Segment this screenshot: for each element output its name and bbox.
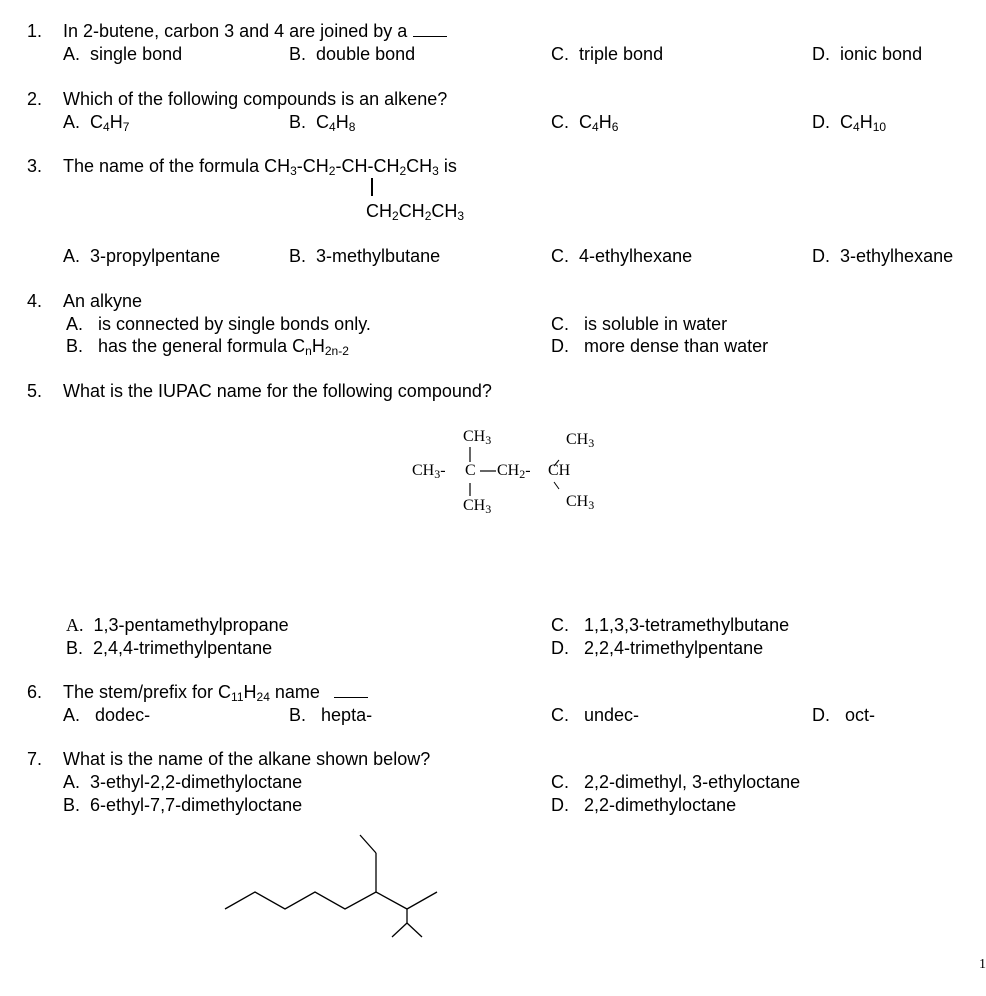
q4-option-c: C. is soluble in water (551, 314, 728, 334)
q5-option-d: D. 2,2,4-trimethylpentane (551, 638, 764, 658)
q6-option-a: A. dodec- (63, 705, 151, 725)
q4-number: 4. (27, 291, 43, 311)
q3-branch-bond (371, 178, 373, 196)
q7-number: 7. (27, 749, 43, 769)
q3-branch-formula: CH2CH2CH3 (366, 201, 465, 223)
q7-option-d: D. 2,2-dimethyloctane (551, 795, 737, 815)
q7-option-b: B. 6-ethyl-7,7-dimethyloctane (63, 795, 303, 815)
q6-number: 6. (27, 682, 43, 702)
q5-quaternary-carbon: C (465, 462, 476, 479)
q5-bottom-methyl: CH3 (463, 497, 492, 516)
q1-prompt: In 2-butene, carbon 3 and 4 are joined b… (63, 20, 448, 42)
q5-bottom-right-methyl: CH3 (566, 493, 595, 512)
q2-option-c: C. C4H6 (551, 112, 619, 134)
q3-option-c: C. 4-ethylhexane (551, 246, 693, 266)
q4-option-b: B. has the general formula CnH2n-2 (66, 336, 349, 358)
q7-prompt: What is the name of the alkane shown bel… (63, 749, 431, 769)
q4-option-a: A. is connected by single bonds only. (66, 314, 371, 334)
q1-number: 1. (27, 21, 43, 41)
q2-option-a: A. C4H7 (63, 112, 130, 134)
q3-option-a: A. 3-propylpentane (63, 246, 221, 266)
q5-prompt: What is the IUPAC name for the following… (63, 381, 492, 401)
q2-option-b: B. C4H8 (289, 112, 356, 134)
q6-option-c: C. undec- (551, 705, 640, 725)
q5-methylene: CH2- (497, 462, 531, 481)
q5-option-b: B. 2,4,4-trimethylpentane (66, 638, 273, 658)
q1-option-c: C. triple bond (551, 44, 664, 64)
q3-option-d: D. 3-ethylhexane (812, 246, 954, 266)
q2-option-d: D. C4H10 (812, 112, 887, 134)
q5-left-methyl: CH3- (412, 462, 446, 481)
q6-prompt: The stem/prefix for C11H24 name (63, 681, 368, 703)
q5-top-right-methyl: CH3 (566, 431, 595, 450)
q4-option-d: D. more dense than water (551, 336, 769, 356)
q7-option-a: A. 3-ethyl-2,2-dimethyloctane (63, 772, 303, 792)
q1-answer-blank (413, 22, 448, 37)
q7-skeletal-structure (224, 834, 438, 938)
q6-option-b: B. hepta- (289, 705, 373, 725)
q5-top-methyl: CH3 (463, 428, 492, 447)
q1-option-a: A. single bond (63, 44, 183, 64)
q5-option-a: A. 1,3-pentamethylpropane (66, 615, 289, 635)
q5-methine: CH (548, 462, 571, 479)
q4-prompt: An alkyne (63, 291, 143, 311)
q2-prompt: Which of the following compounds is an a… (63, 89, 448, 109)
q1-option-b: B. double bond (289, 44, 416, 64)
q3-option-b: B. 3-methylbutane (289, 246, 441, 266)
q3-prompt: The name of the formula CH3-CH2-CH-CH2CH… (63, 156, 457, 178)
q1-option-d: D. ionic bond (812, 44, 923, 64)
q5-bond-lines (469, 447, 560, 496)
q2-number: 2. (27, 89, 43, 109)
q5-option-c: C. 1,1,3,3-tetramethylbutane (551, 615, 790, 635)
q6-answer-blank (333, 683, 368, 698)
q6-option-d: D. oct- (812, 705, 876, 725)
q7-option-c: C. 2,2-dimethyl, 3-ethyloctane (551, 772, 801, 792)
page-number: 1 (979, 957, 986, 972)
q3-number: 3. (27, 156, 43, 176)
q5-number: 5. (27, 381, 43, 401)
